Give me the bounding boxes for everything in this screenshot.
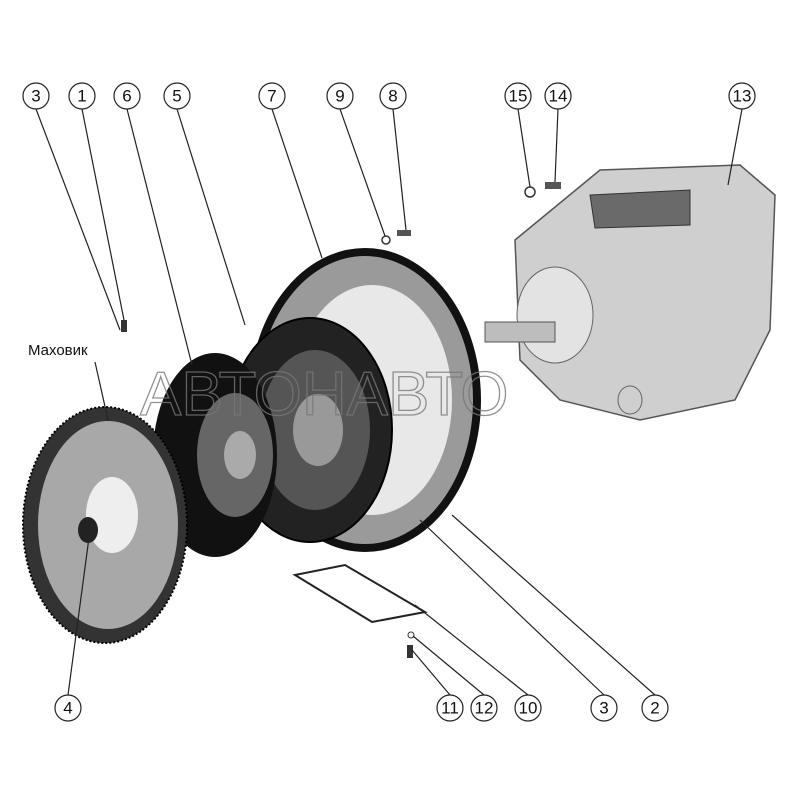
bolt-part-11 bbox=[407, 645, 413, 658]
callout-11: 4 bbox=[54, 694, 82, 722]
svg-text:13: 13 bbox=[733, 87, 752, 106]
svg-text:5: 5 bbox=[172, 87, 181, 106]
svg-text:11: 11 bbox=[441, 699, 459, 718]
bolt-part-1 bbox=[121, 320, 127, 332]
svg-text:8: 8 bbox=[388, 87, 397, 106]
svg-text:14: 14 bbox=[549, 87, 568, 106]
svg-text:7: 7 bbox=[267, 87, 276, 106]
svg-text:6: 6 bbox=[122, 87, 131, 106]
callout-1: 3 bbox=[22, 82, 50, 110]
svg-text:9: 9 bbox=[335, 87, 344, 106]
svg-text:2: 2 bbox=[650, 699, 659, 718]
callout-7: 8 bbox=[379, 82, 407, 110]
callout-8: 15 bbox=[504, 82, 532, 110]
callout-3: 6 bbox=[113, 82, 141, 110]
callout-2: 1 bbox=[68, 82, 96, 110]
bolt-part-14 bbox=[545, 182, 561, 189]
flywheel-label: Маховик bbox=[28, 342, 88, 359]
washer-part-9 bbox=[381, 235, 391, 245]
svg-text:1: 1 bbox=[77, 87, 86, 106]
svg-text:4: 4 bbox=[63, 699, 72, 718]
callout-4: 5 bbox=[163, 82, 191, 110]
callout-14: 10 bbox=[514, 694, 542, 722]
callout-13: 12 bbox=[470, 694, 498, 722]
washer-part-12 bbox=[407, 631, 415, 639]
callout-5: 7 bbox=[258, 82, 286, 110]
bolt-part-8 bbox=[397, 230, 411, 236]
callout-12: 11 bbox=[436, 694, 464, 722]
callout-10: 13 bbox=[728, 82, 756, 110]
leader-lines bbox=[35, 108, 743, 696]
flywheel bbox=[22, 406, 188, 644]
svg-text:15: 15 bbox=[509, 87, 528, 106]
callout-9: 14 bbox=[544, 82, 572, 110]
svg-text:12: 12 bbox=[475, 699, 494, 718]
gearbox-part-13 bbox=[484, 164, 776, 421]
svg-text:10: 10 bbox=[519, 699, 538, 718]
watermark: АВТОНАВТО bbox=[140, 360, 509, 429]
callout-16: 2 bbox=[641, 694, 669, 722]
cover-plate-part-10 bbox=[292, 563, 428, 624]
callout-6: 9 bbox=[326, 82, 354, 110]
callout-15: 3 bbox=[590, 694, 618, 722]
washer-part-15 bbox=[524, 186, 536, 198]
svg-text:3: 3 bbox=[31, 87, 40, 106]
svg-text:3: 3 bbox=[599, 699, 608, 718]
